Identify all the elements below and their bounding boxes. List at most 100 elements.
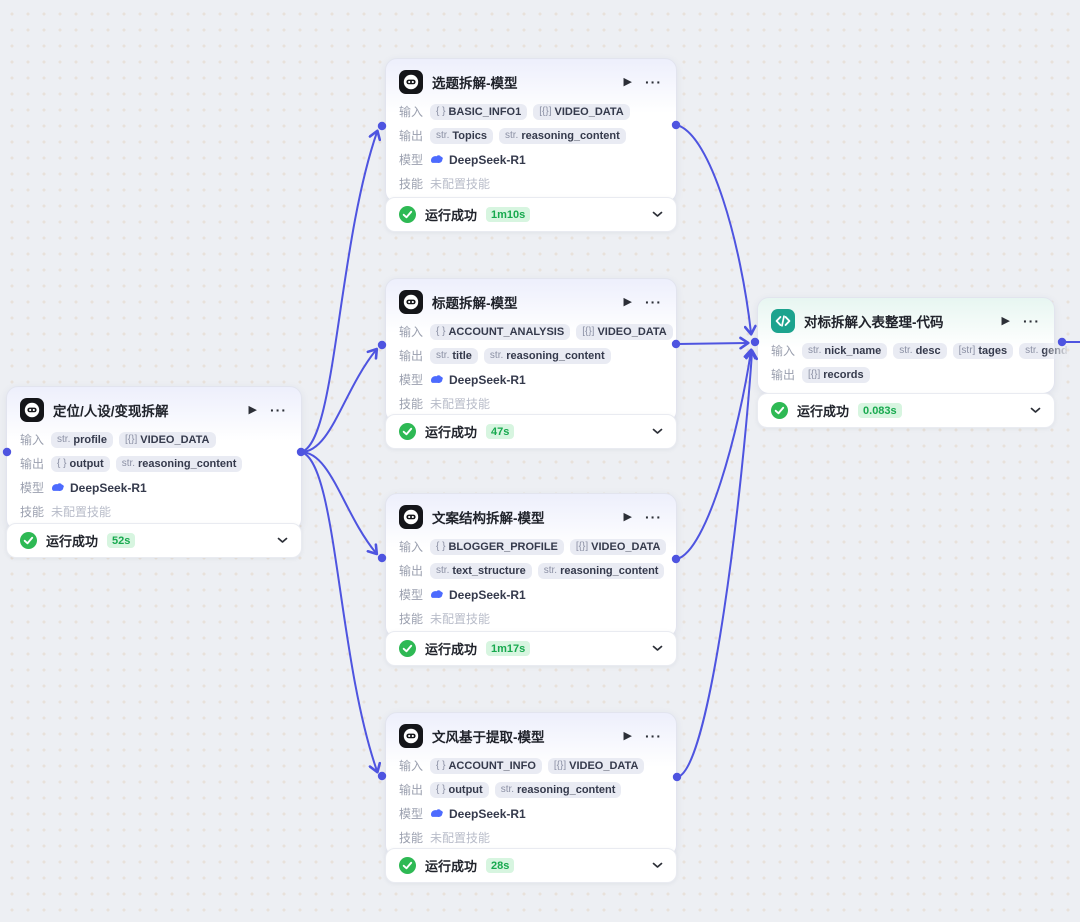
node-header: 选题拆解-模型 ▶ ··· [386,59,676,101]
node-title-breakdown[interactable]: 标题拆解-模型 ▶ ··· 输入 { }ACCOUNT_ANALYSIS [{}… [385,278,677,423]
model-row-label: 模型 [399,373,424,387]
node-header: 定位/人设/变现拆解 ▶ ··· [7,387,301,429]
edge-style-to-code[interactable] [677,349,759,778]
param-tag: str.text_structure [430,562,532,579]
input-row-label: 输入 [399,325,424,339]
input-row-label: 输入 [20,433,45,447]
chevron-down-icon[interactable] [277,537,288,544]
run-node-button[interactable]: ▶ [623,729,632,742]
status-text: 运行成功 [797,404,850,419]
node-title: 选题拆解-模型 [432,76,518,91]
deepseek-whale-icon [430,589,444,600]
skill-row-label: 技能 [20,505,45,519]
param-tag: [{}]VIDEO_DATA [576,323,673,340]
edge-left-to-title[interactable] [300,347,379,453]
edge-topic-to-code[interactable] [676,124,757,336]
node-more-menu-button[interactable]: ··· [645,509,662,525]
deepseek-whale-icon [51,482,65,493]
skill-value: 未配置技能 [430,831,491,845]
param-tag: str.Topics [430,127,493,144]
model-name: DeepSeek-R1 [449,152,526,167]
edge-left-to-topic[interactable] [300,129,382,453]
run-node-button[interactable]: ▶ [1001,314,1010,327]
duration-badge: 1m17s [486,641,531,656]
run-status-bar[interactable]: 运行成功 47s [385,414,677,449]
param-tag: { }ACCOUNT_ANALYSIS [430,323,571,340]
chevron-down-icon[interactable] [652,645,663,652]
status-text: 运行成功 [425,859,478,874]
output-row-label: 输出 [399,129,424,143]
skill-value: 未配置技能 [51,505,112,519]
model-row-label: 模型 [399,153,424,167]
model-row-label: 模型 [399,807,424,821]
status-text: 运行成功 [425,208,478,223]
duration-badge: 0.083s [858,403,902,418]
llm-bot-icon [399,505,423,529]
node-more-menu-button[interactable]: ··· [270,402,287,418]
model-name: DeepSeek-R1 [449,587,526,602]
output-row-label: 输出 [771,368,796,382]
param-tag: str.reasoning_content [499,127,626,144]
node-benchmark-table-merge-code[interactable]: 对标拆解入表整理-代码 ▶ ··· 输入 str.nick_name str.d… [757,297,1080,394]
param-tag: [{}]VIDEO_DATA [533,103,630,120]
run-status-bar[interactable]: 运行成功 0.083s [757,393,1055,428]
skill-value: 未配置技能 [430,612,491,626]
success-icon [399,640,416,657]
deepseek-whale-icon [430,154,444,165]
edge-left-to-structure[interactable] [300,451,379,556]
edge-left-to-style[interactable] [300,451,382,774]
llm-bot-icon [399,70,423,94]
node-positioning-persona-breakdown[interactable]: 定位/人设/变现拆解 ▶ ··· 输入 str.profile [{}]VIDE… [6,386,302,531]
model-row-label: 模型 [399,588,424,602]
node-more-menu-button[interactable]: ··· [645,294,662,310]
input-row-label: 输入 [399,759,424,773]
chevron-down-icon[interactable] [652,862,663,869]
node-more-menu-button[interactable]: ··· [1023,313,1040,329]
run-node-button[interactable]: ▶ [623,295,632,308]
node-title: 定位/人设/变现拆解 [53,404,169,419]
run-status-bar[interactable]: 运行成功 28s [385,848,677,883]
model-name: DeepSeek-R1 [449,806,526,821]
param-tag: str.desc [893,342,947,359]
model-name: DeepSeek-R1 [449,372,526,387]
run-status-bar[interactable]: 运行成功 52s [6,523,302,558]
run-node-button[interactable]: ▶ [248,403,257,416]
edge-title-to-code[interactable] [676,336,750,350]
input-row-label: 输入 [399,105,424,119]
param-tag: { }BLOGGER_PROFILE [430,538,564,555]
node-header: 标题拆解-模型 ▶ ··· [386,279,676,321]
param-tag: str.reasoning_content [494,781,622,798]
run-node-button[interactable]: ▶ [623,510,632,523]
node-title: 文风基于提取-模型 [432,730,545,745]
input-row-label: 输入 [771,344,796,358]
node-topic-breakdown[interactable]: 选题拆解-模型 ▶ ··· 输入 { }BASIC_INFO1 [{}]VIDE… [385,58,677,203]
param-tag: [{}]records [802,366,870,383]
chevron-down-icon[interactable] [1030,407,1041,414]
param-tag: { }output [51,455,110,472]
node-header: 文风基于提取-模型 ▶ ··· [386,713,676,755]
duration-badge: 47s [486,424,515,439]
skill-row-label: 技能 [399,397,424,411]
run-status-bar[interactable]: 运行成功 1m10s [385,197,677,232]
deepseek-whale-icon [430,374,444,385]
duration-badge: 52s [107,533,136,548]
param-tag: str.reasoning_content [537,562,665,579]
param-tag: { }BASIC_INFO1 [430,103,528,120]
success-icon [399,423,416,440]
node-more-menu-button[interactable]: ··· [645,74,662,90]
node-more-menu-button[interactable]: ··· [645,728,662,744]
llm-bot-icon [399,290,423,314]
run-node-button[interactable]: ▶ [623,75,632,88]
skill-row-label: 技能 [399,612,424,626]
status-text: 运行成功 [425,425,478,440]
param-tag: str.reasoning_content [115,455,243,472]
node-copy-structure-breakdown[interactable]: 文案结构拆解-模型 ▶ ··· 输入 { }BLOGGER_PROFILE [{… [385,493,677,638]
run-status-bar[interactable]: 运行成功 1m17s [385,631,677,666]
chevron-down-icon[interactable] [652,211,663,218]
code-icon [771,309,795,333]
param-tag: { }output [430,781,489,798]
edge-structure-to-code[interactable] [676,348,757,560]
chevron-down-icon[interactable] [652,428,663,435]
node-writing-style-extraction[interactable]: 文风基于提取-模型 ▶ ··· 输入 { }ACCOUNT_INFO [{}]V… [385,712,677,857]
